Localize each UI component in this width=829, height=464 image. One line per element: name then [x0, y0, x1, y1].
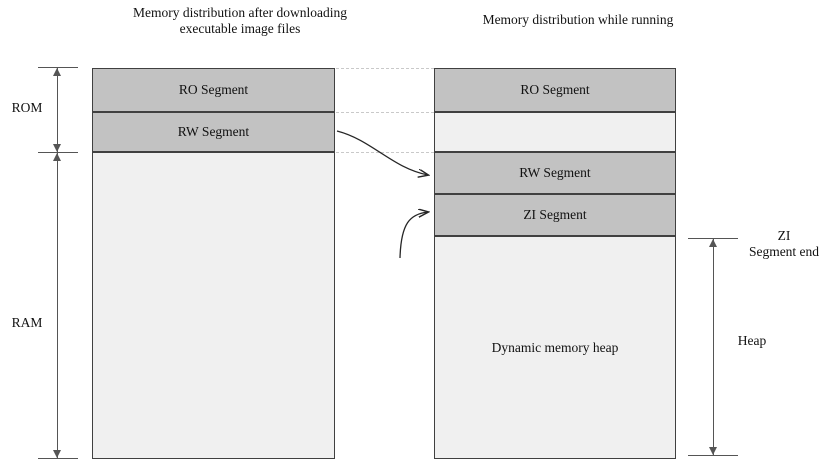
right-segment-ro: RO Segment [434, 68, 676, 112]
zi-segment-end-tick [688, 238, 738, 239]
ram-bracket-line [57, 153, 58, 458]
left-diagram-title: Memory distribution after downloading ex… [132, 5, 348, 36]
rom-arrow-down-icon [53, 144, 61, 152]
rom-ram-divider-tick [38, 152, 78, 153]
ram-arrow-up-icon [53, 153, 61, 161]
left-segment-rw: RW Segment [92, 112, 335, 152]
zi-segment-end-label: ZI Segment end [748, 228, 820, 259]
right-memory-column: RO Segment RW Segment ZI Segment Dynamic… [434, 68, 676, 459]
zi-segment-create-arrow-icon [399, 212, 428, 259]
rw-segment-move-arrow-icon [336, 130, 428, 175]
right-segment-zi: ZI Segment [434, 194, 676, 236]
ram-bracket-label: RAM [11, 315, 43, 330]
rom-bracket-label: ROM [11, 100, 43, 115]
left-segment-ro: RO Segment [92, 68, 335, 112]
connector-line-middle [336, 112, 434, 113]
heap-bottom-tick [688, 455, 738, 456]
rom-top-tick [38, 67, 78, 68]
right-segment-gap [434, 112, 676, 152]
left-memory-column: RO Segment RW Segment [92, 68, 335, 459]
rom-bracket-line [57, 68, 58, 152]
ram-arrow-down-icon [53, 450, 61, 458]
heap-bracket-label: Heap [737, 333, 767, 348]
left-segment-free-ram [92, 152, 335, 459]
right-segment-heap: Dynamic memory heap [434, 236, 676, 459]
connector-line-top [336, 68, 434, 69]
heap-bracket-line [713, 239, 714, 455]
right-segment-rw: RW Segment [434, 152, 676, 194]
heap-arrow-down-icon [709, 447, 717, 455]
heap-arrow-up-icon [709, 239, 717, 247]
rom-arrow-up-icon [53, 68, 61, 76]
connector-line-bottom [336, 152, 434, 153]
ram-bottom-tick [38, 458, 78, 459]
right-diagram-title: Memory distribution while running [482, 12, 674, 27]
